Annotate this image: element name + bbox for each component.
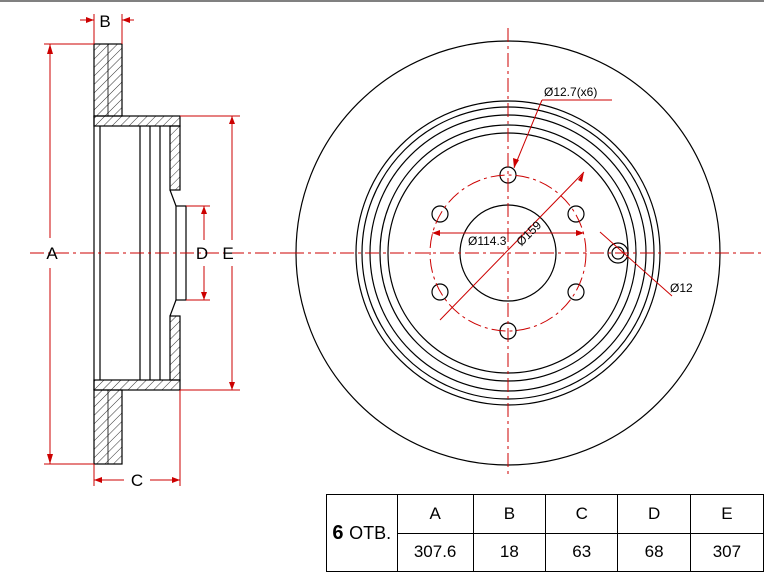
bolt-circle-path: [429, 174, 587, 332]
bolt-hole: [431, 283, 449, 301]
dim-label-a: A: [46, 244, 58, 263]
table-value-cell: 307.6: [396, 532, 474, 572]
hat-wall-top: [93, 115, 181, 127]
table-value-cell: 307: [689, 532, 764, 572]
front-leaders: [432, 99, 673, 321]
side-dimensions: [44, 14, 240, 486]
holes-count-cell: 6 ОТВ.: [326, 494, 398, 572]
dim-label-d: D: [196, 244, 208, 263]
bolt-hole: [567, 205, 585, 223]
dim-label-c: C: [131, 471, 143, 490]
holes-count: 6: [332, 521, 344, 544]
dim-label-b: B: [99, 12, 110, 31]
hat-wall-bottom: [93, 379, 181, 391]
front-centerlines: [290, 28, 764, 478]
hat-face-top: [169, 125, 181, 191]
table-header-cell: A: [396, 494, 474, 534]
table-row: 6 ОТВ. A B C D E: [326, 494, 764, 572]
dim-label-e: E: [222, 244, 233, 263]
hat-face-bottom: [169, 315, 181, 381]
bolt-hole-annotation: Ø12.7(x6): [544, 85, 597, 99]
table-value-cell: 18: [472, 532, 547, 572]
table-header-cell: B: [472, 494, 547, 534]
bolt-circle-annotation: Ø114.3: [468, 234, 507, 248]
table-value-cell: 68: [617, 532, 691, 572]
bolt-hole: [567, 283, 585, 301]
table-header-cell: E: [689, 494, 764, 534]
side-section-view: [93, 43, 187, 465]
holes-unit: ОТВ.: [349, 522, 392, 543]
table-header-cell: C: [545, 494, 619, 534]
table-value-cell: 63: [545, 532, 619, 572]
table-row: 307.6 18 63 68 307: [327, 532, 764, 572]
spec-table: 6 ОТВ. A B C D E 307.6 18 63 68 307: [326, 494, 764, 572]
pin-hole-annotation: Ø12: [670, 281, 693, 295]
table-header-cell: D: [617, 494, 691, 534]
bolt-hole: [431, 205, 449, 223]
